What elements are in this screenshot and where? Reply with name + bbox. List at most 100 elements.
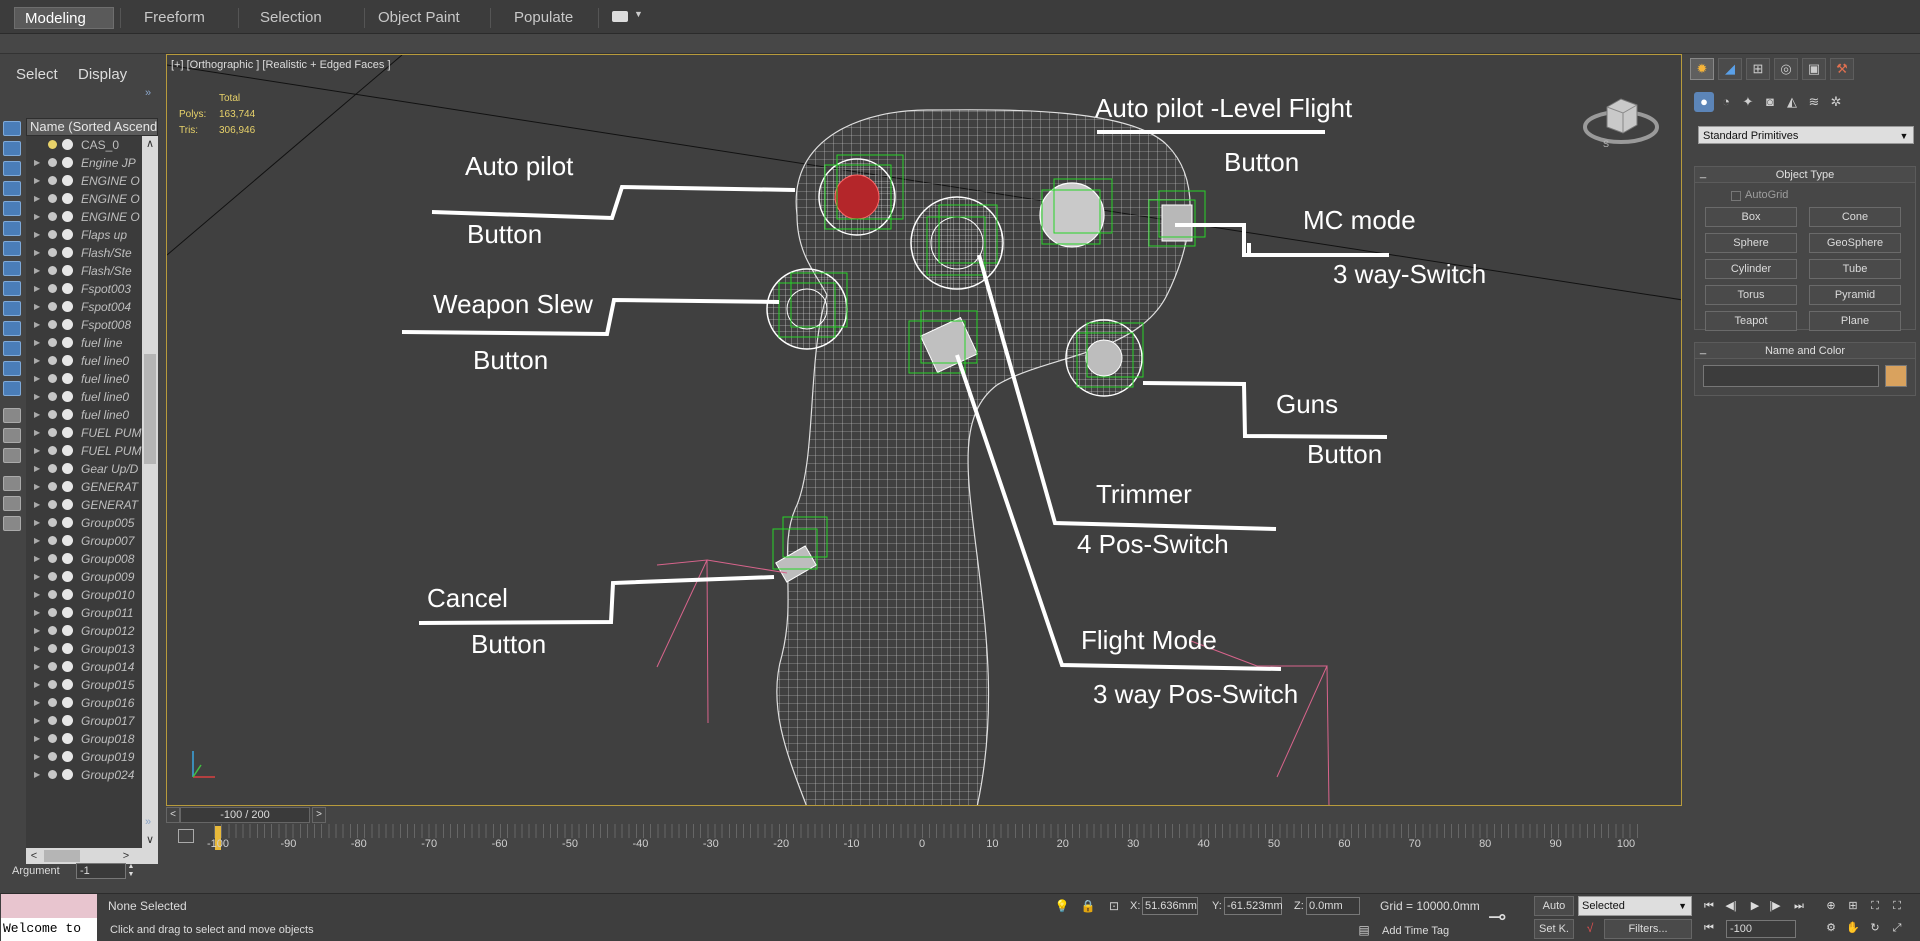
expand-icon[interactable]: ▶ bbox=[34, 536, 41, 545]
scene-column-header[interactable]: Name (Sorted Ascending) bbox=[26, 118, 158, 136]
visibility-icon[interactable] bbox=[48, 194, 57, 203]
scene-list-item[interactable]: ▶FUEL PUM bbox=[26, 424, 142, 442]
visibility-icon[interactable] bbox=[48, 212, 57, 221]
viewcube-icon[interactable]: S bbox=[1581, 81, 1661, 151]
double-chevron-icon[interactable]: » bbox=[145, 816, 152, 828]
zoom-all-icon[interactable]: ⊞ bbox=[1848, 900, 1858, 912]
frame-readout[interactable]: -100 / 200 bbox=[180, 807, 310, 823]
lock-icon[interactable]: 🔒 bbox=[1080, 899, 1096, 913]
systems-icon[interactable]: ✲ bbox=[1830, 94, 1842, 109]
display-tab-icon[interactable]: ▣ bbox=[1802, 58, 1826, 80]
visibility-icon[interactable] bbox=[48, 356, 57, 365]
key-filter-dropdown[interactable]: Selected ▼ bbox=[1578, 896, 1692, 916]
object-name-field[interactable] bbox=[1703, 365, 1879, 387]
expand-icon[interactable]: ▶ bbox=[34, 770, 41, 779]
scene-list-item[interactable]: ▶Group011 bbox=[26, 604, 142, 622]
orbit-icon[interactable]: ↻ bbox=[1870, 922, 1880, 934]
set-key-button[interactable]: Set K. bbox=[1534, 919, 1574, 939]
scrollbar-thumb[interactable] bbox=[44, 850, 80, 862]
visibility-icon[interactable] bbox=[48, 140, 57, 149]
scene-list-item[interactable]: ▶Group018 bbox=[26, 730, 142, 748]
chevron-down-icon[interactable]: ▼ bbox=[634, 9, 643, 19]
visibility-icon[interactable] bbox=[48, 428, 57, 437]
expand-icon[interactable]: ▶ bbox=[34, 644, 41, 653]
ribbon-options-icon[interactable] bbox=[612, 11, 628, 22]
visibility-icon[interactable] bbox=[48, 158, 57, 167]
tab-populate[interactable]: Populate bbox=[514, 9, 574, 26]
expand-icon[interactable]: ▶ bbox=[34, 554, 41, 563]
expand-icon[interactable]: ▶ bbox=[34, 320, 41, 329]
document-icon[interactable] bbox=[3, 428, 21, 443]
zoom-extents-all-icon[interactable]: ⛶ bbox=[1893, 900, 1901, 912]
add-time-tag[interactable]: Add Time Tag bbox=[1382, 925, 1450, 937]
scene-list-item[interactable]: ▶ENGINE O bbox=[26, 172, 142, 190]
tab-freeform[interactable]: Freeform bbox=[144, 9, 205, 26]
visibility-icon[interactable] bbox=[48, 590, 57, 599]
expand-icon[interactable]: ▶ bbox=[34, 590, 41, 599]
argument-spinner[interactable]: ▲▼ bbox=[127, 863, 135, 878]
scene-list-item[interactable]: ▶Group005 bbox=[26, 514, 142, 532]
scene-list-item[interactable]: ▶Group017 bbox=[26, 712, 142, 730]
maximize-viewport-icon[interactable]: ⤢ bbox=[1892, 922, 1902, 934]
scene-list-item[interactable]: ▶Group008 bbox=[26, 550, 142, 568]
key-icon[interactable]: ⊸ bbox=[1488, 904, 1507, 929]
go-to-start-icon[interactable]: ⏮ bbox=[1704, 900, 1714, 912]
z-coordinate-field[interactable]: 0.0mm bbox=[1306, 897, 1360, 915]
visibility-icon[interactable] bbox=[48, 176, 57, 185]
spacewarps-filter-icon[interactable] bbox=[3, 261, 21, 276]
auto-key-button[interactable]: Auto bbox=[1534, 896, 1574, 916]
absolute-mode-icon[interactable]: ⊡ bbox=[1108, 899, 1120, 913]
visibility-icon[interactable] bbox=[48, 266, 57, 275]
box-button[interactable]: Box bbox=[1705, 207, 1797, 227]
time-config-icon[interactable]: ⚙ bbox=[1826, 922, 1836, 934]
argument-input[interactable]: -1 bbox=[76, 863, 126, 879]
next-frame-button[interactable]: > bbox=[312, 807, 326, 823]
teapot-button[interactable]: Teapot bbox=[1705, 311, 1797, 331]
scene-list-item[interactable]: ▶Fspot004 bbox=[26, 298, 142, 316]
expand-icon[interactable]: ▶ bbox=[34, 752, 41, 761]
scene-list-item[interactable]: ▶Group014 bbox=[26, 658, 142, 676]
expand-icon[interactable]: ▶ bbox=[34, 662, 41, 671]
curve-editor-icon[interactable] bbox=[178, 829, 194, 843]
visibility-icon[interactable] bbox=[48, 500, 57, 509]
scroll-up-icon[interactable]: ∧ bbox=[145, 138, 155, 150]
visibility-icon[interactable] bbox=[48, 716, 57, 725]
y-coordinate-field[interactable]: -61.523mm bbox=[1224, 897, 1283, 915]
geometry-icon[interactable]: ● bbox=[1694, 92, 1714, 112]
maxscript-output[interactable] bbox=[1, 894, 97, 918]
visibility-icon[interactable] bbox=[48, 752, 57, 761]
scene-horizontal-scrollbar[interactable]: < > bbox=[26, 848, 158, 864]
visibility-icon[interactable] bbox=[48, 572, 57, 581]
visibility-icon[interactable] bbox=[48, 554, 57, 563]
visibility-icon[interactable] bbox=[48, 446, 57, 455]
expand-icon[interactable]: ▶ bbox=[34, 158, 41, 167]
visibility-icon[interactable] bbox=[48, 248, 57, 257]
expand-icon[interactable]: ▶ bbox=[34, 698, 41, 707]
expand-icon[interactable]: ▶ bbox=[34, 392, 41, 401]
scroll-left-icon[interactable]: < bbox=[30, 850, 38, 862]
scene-list-item[interactable]: ▶Gear Up/D bbox=[26, 460, 142, 478]
sphere-button[interactable]: Sphere bbox=[1705, 233, 1797, 253]
visibility-icon[interactable] bbox=[48, 680, 57, 689]
utilities-tab-icon[interactable]: ⚒ bbox=[1830, 58, 1854, 80]
scrollbar-thumb[interactable] bbox=[144, 354, 156, 464]
hidden-filter-icon[interactable] bbox=[3, 381, 21, 396]
expand-icon[interactable]: ▶ bbox=[34, 464, 41, 473]
shapes-filter-icon[interactable] bbox=[3, 181, 21, 196]
object-color-swatch[interactable] bbox=[1885, 365, 1907, 387]
cameras-icon[interactable]: ◙ bbox=[1766, 94, 1774, 109]
spacewarps-icon[interactable]: ≋ bbox=[1808, 94, 1820, 109]
scene-list-item[interactable]: CAS_0 bbox=[26, 136, 142, 154]
cone-button[interactable]: Cone bbox=[1809, 207, 1901, 227]
expand-icon[interactable]: ▶ bbox=[34, 338, 41, 347]
expand-icon[interactable]: ▶ bbox=[34, 482, 41, 491]
previous-frame-icon[interactable]: ◀| bbox=[1725, 900, 1737, 912]
page-icon[interactable] bbox=[3, 408, 21, 423]
modify-tab-icon[interactable]: ◢ bbox=[1718, 58, 1742, 80]
scene-list-item[interactable]: ▶ENGINE O bbox=[26, 190, 142, 208]
scene-list-item[interactable]: ▶Group013 bbox=[26, 640, 142, 658]
expand-icon[interactable]: ▶ bbox=[34, 374, 41, 383]
shapes-icon[interactable]: ◔ bbox=[1722, 94, 1730, 109]
pan-icon[interactable]: ✋ bbox=[1846, 922, 1860, 934]
